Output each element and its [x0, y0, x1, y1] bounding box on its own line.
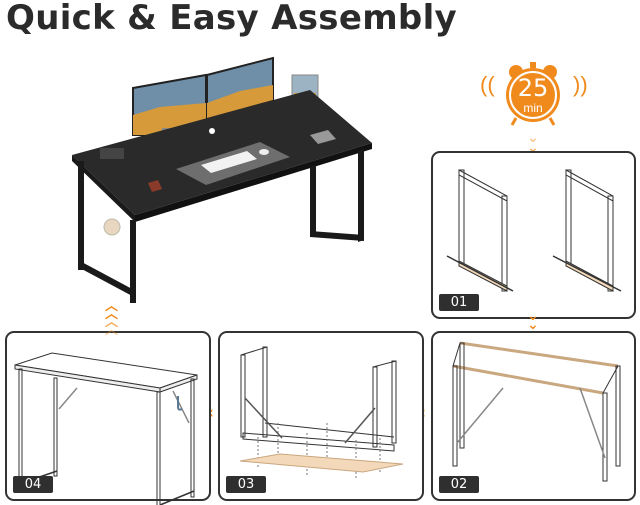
step-number-badge: 02	[439, 476, 479, 493]
step-panel-03: 03	[218, 331, 424, 501]
timer-badge: 25 min	[500, 62, 566, 128]
chevron-down-icon: ⌄	[527, 130, 539, 146]
step-panel-04: 04	[5, 331, 211, 505]
step-03-illustration	[239, 346, 404, 478]
timer-value: 25	[517, 74, 549, 102]
chevron-up-icon: ︿	[105, 315, 119, 330]
step-number-badge: 03	[226, 476, 266, 493]
step-number-badge: 01	[439, 294, 479, 311]
step-panel-02: 02	[431, 331, 636, 501]
page-title: Quick & Easy Assembly	[6, 0, 457, 38]
chevron-up-icon: ︿	[105, 323, 119, 338]
hero-desk-image	[60, 55, 380, 305]
step-number-badge: 04	[13, 476, 53, 493]
chevron-down-icon: ⌄	[527, 308, 539, 324]
step-01-illustration	[446, 169, 622, 292]
chevron-up-icon: ︿	[105, 307, 119, 322]
timer-unit: min	[523, 101, 543, 115]
step-panel-01: 01	[431, 151, 636, 319]
chevron-down-icon: ⌄	[527, 140, 539, 156]
alarm-clock-icon	[506, 62, 560, 126]
desk-illustration	[72, 56, 372, 303]
ring-waves-left-icon: ((	[480, 72, 495, 97]
ring-waves-right-icon: ))	[573, 72, 588, 97]
step-04-illustration	[14, 352, 198, 505]
chevron-down-icon: ⌄	[527, 317, 539, 333]
chevron-up-icon: ︿	[105, 299, 119, 314]
step-02-illustration	[452, 341, 621, 482]
